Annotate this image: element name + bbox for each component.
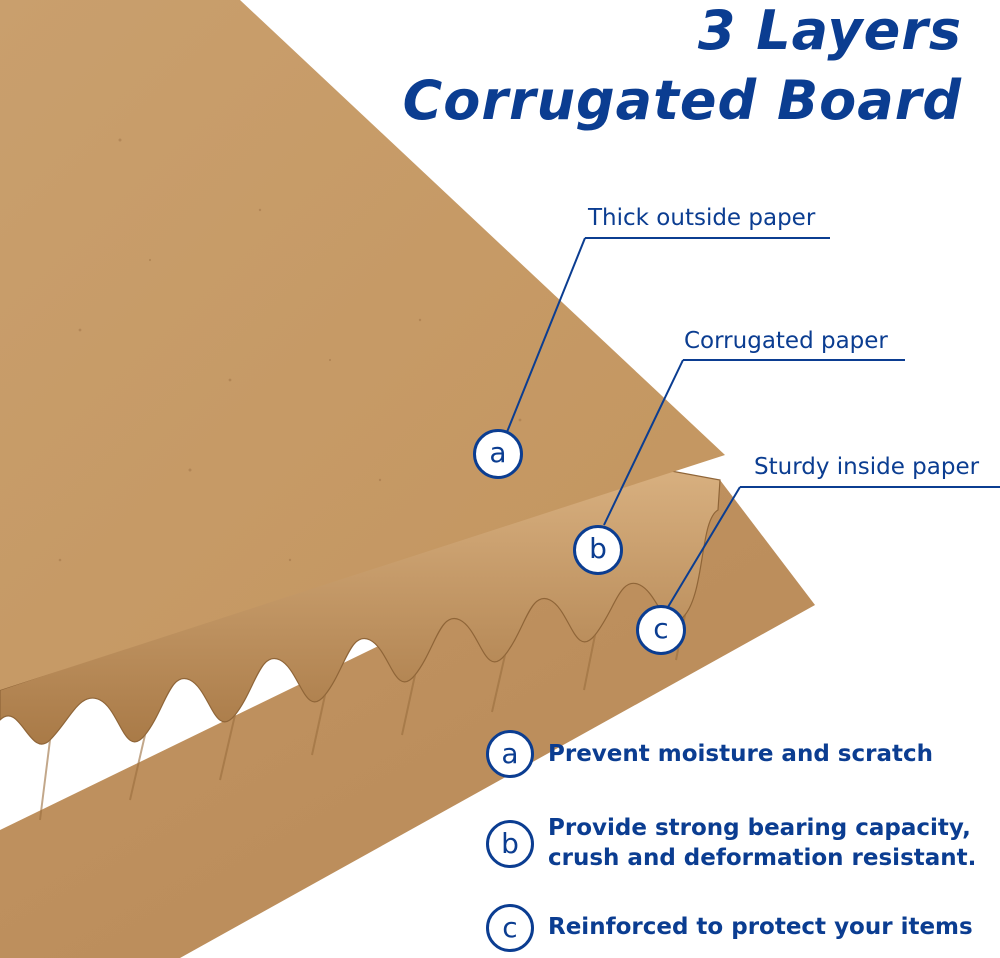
legend-text-b-line2: crush and deformation resistant.	[548, 845, 977, 871]
callout-label-b: Corrugated paper	[684, 328, 888, 354]
callout-badge-b: b	[573, 525, 623, 575]
title-line-2: Corrugated Board	[402, 69, 962, 132]
callout-lines	[506, 237, 1000, 608]
callout-label-a: Thick outside paper	[588, 205, 816, 231]
legend-badge-b: b	[486, 820, 534, 868]
callout-label-c: Sturdy inside paper	[754, 454, 980, 480]
callout-badge-a: a	[473, 429, 523, 479]
corrugated-flutes	[0, 467, 721, 745]
title-line-1: 3 Layers	[697, 0, 962, 62]
legend-text-c: Reinforced to protect your items	[548, 914, 973, 940]
legend-text-a: Prevent moisture and scratch	[548, 741, 933, 767]
legend-text-b-line1: Provide strong bearing capacity,	[548, 815, 971, 841]
legend-badge-c: c	[486, 904, 534, 952]
legend-badge-a: a	[486, 730, 534, 778]
outside-paper-sheet	[0, 0, 725, 690]
callout-badge-c: c	[636, 605, 686, 655]
paper-fiber-texture	[58, 138, 522, 562]
